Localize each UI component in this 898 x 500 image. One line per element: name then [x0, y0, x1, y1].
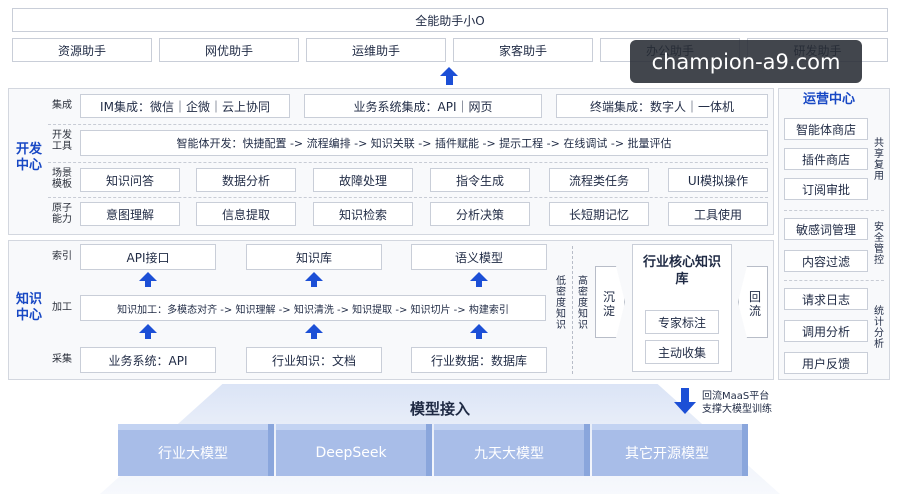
- assistant-home: 家客助手: [453, 38, 593, 62]
- ops-stats-label: 统计分析: [874, 306, 884, 350]
- process-bar: 知识加工：多模态对齐 -> 知识理解 -> 知识清洗 -> 知识提取 -> 知识…: [80, 295, 546, 321]
- core-kb-title: 行业核心知识库: [642, 255, 721, 287]
- tools-bar: 智能体开发：快捷配置 -> 流程编排 -> 知识关联 -> 插件赋能 -> 提示…: [80, 130, 768, 156]
- scene-fault: 故障处理: [313, 168, 413, 192]
- model-jiutian: 九天大模型: [434, 424, 590, 476]
- row-divider: [48, 197, 768, 198]
- row-divider: [48, 162, 768, 163]
- atom-extract: 信息提取: [196, 202, 296, 226]
- ops-content-filter: 内容过滤: [784, 250, 868, 272]
- atom-intent: 意图理解: [80, 202, 180, 226]
- density-divider: [572, 246, 573, 374]
- atom-retrieve: 知识检索: [313, 202, 413, 226]
- model-industry-label: 行业大模型: [158, 446, 228, 462]
- atom-decision: 分析决策: [430, 202, 530, 226]
- core-active-collect: 主动收集: [645, 340, 719, 364]
- index-semantic: 语义模型: [411, 244, 547, 270]
- ops-agent-store: 智能体商店: [784, 118, 868, 140]
- model-industry: 行业大模型: [118, 424, 274, 476]
- ops-call-analysis: 调用分析: [784, 320, 868, 342]
- ops-request-log: 请求日志: [784, 288, 868, 310]
- integration-terminal: 终端集成：数字人｜一体机: [556, 94, 768, 118]
- arrow-up-head: [139, 324, 157, 333]
- low-density-label: 低密度知识: [556, 276, 566, 331]
- collect-business: 业务系统：API: [80, 347, 216, 373]
- tools-label: 开发工具: [52, 130, 72, 152]
- ops-security-label: 安全管控: [874, 222, 884, 266]
- model-open-source: 其它开源模型: [592, 424, 748, 476]
- scene-ui: UI模拟操作: [668, 168, 768, 192]
- arrow-up-icon: [446, 76, 453, 85]
- ops-user-feedback: 用户反馈: [784, 352, 868, 374]
- index-kb: 知识库: [246, 244, 382, 270]
- model-deepseek: DeepSeek: [276, 424, 432, 476]
- index-api: API接口: [80, 244, 216, 270]
- row-divider: [784, 210, 884, 211]
- core-expert-annotation: 专家标注: [645, 310, 719, 334]
- arrow-up-icon: [145, 331, 151, 339]
- arrow-up-icon: [311, 331, 317, 339]
- arrow-down-head: [674, 402, 696, 414]
- assistant-title: 全能助手小O: [12, 8, 888, 32]
- arrow-up-head: [470, 324, 488, 333]
- reflow-maas-note: 回流MaaS平台 支撑大模型训练: [702, 390, 772, 416]
- arrow-up-icon: [476, 279, 482, 287]
- collect-label: 采集: [52, 354, 72, 365]
- row-divider: [784, 280, 884, 281]
- arrow-up-head: [470, 272, 488, 281]
- arrow-up-head: [305, 324, 323, 333]
- scene-data: 数据分析: [196, 168, 296, 192]
- reflow-maas-line1: 回流MaaS平台: [702, 391, 770, 402]
- assistant-resource: 资源助手: [12, 38, 152, 62]
- assistant-ops: 运维助手: [306, 38, 446, 62]
- ops-subscription: 订阅审批: [784, 178, 868, 200]
- arrow-down-icon: [681, 388, 689, 402]
- reflow-label: 回流: [748, 290, 761, 318]
- ops-share-label: 共享复用: [874, 138, 884, 182]
- scene-command: 指令生成: [430, 168, 530, 192]
- collect-industry-data: 行业数据：数据库: [411, 347, 547, 373]
- arrow-up-icon: [311, 279, 317, 287]
- reflow-maas-line2: 支撑大模型训练: [702, 404, 772, 415]
- arrow-up-head: [305, 272, 323, 281]
- ops-center-title: 运营中心: [802, 92, 855, 107]
- arrow-up-head: [440, 67, 458, 76]
- knowledge-center-title: 知识中心: [15, 292, 42, 323]
- integration-business: 业务系统集成：API｜网页: [304, 94, 542, 118]
- scene-flow: 流程类任务: [549, 168, 649, 192]
- high-density-label: 高密度知识: [578, 276, 588, 331]
- model-deepseek-label: DeepSeek: [315, 445, 387, 461]
- integration-label: 集成: [52, 100, 72, 111]
- integration-im: IM集成：微信｜企微｜云上协同: [80, 94, 290, 118]
- ops-plugin-store: 插件商店: [784, 148, 868, 170]
- index-label: 索引: [52, 251, 72, 262]
- process-label: 加工: [52, 302, 72, 313]
- arrow-up-icon: [476, 331, 482, 339]
- arrow-up-icon: [145, 279, 151, 287]
- row-divider: [48, 124, 768, 125]
- arrow-up-head: [139, 272, 157, 281]
- watermark-badge: champion-a9.com: [630, 40, 862, 83]
- collect-industry-knowledge: 行业知识：文档: [246, 347, 382, 373]
- model-jiutian-label: 九天大模型: [474, 446, 544, 462]
- atom-label: 原子能力: [52, 203, 72, 225]
- dev-center-title: 开发中心: [15, 142, 42, 173]
- scene-label: 场景模板: [52, 168, 72, 190]
- ops-sensitive-words: 敏感词管理: [784, 218, 868, 240]
- scene-qa: 知识问答: [80, 168, 180, 192]
- assistant-network: 网优助手: [159, 38, 299, 62]
- settle-label: 沉淀: [602, 290, 615, 318]
- model-open-source-label: 其它开源模型: [625, 446, 709, 462]
- model-access-title: 模型接入: [409, 400, 470, 418]
- atom-tools: 工具使用: [668, 202, 768, 226]
- atom-memory: 长短期记忆: [549, 202, 649, 226]
